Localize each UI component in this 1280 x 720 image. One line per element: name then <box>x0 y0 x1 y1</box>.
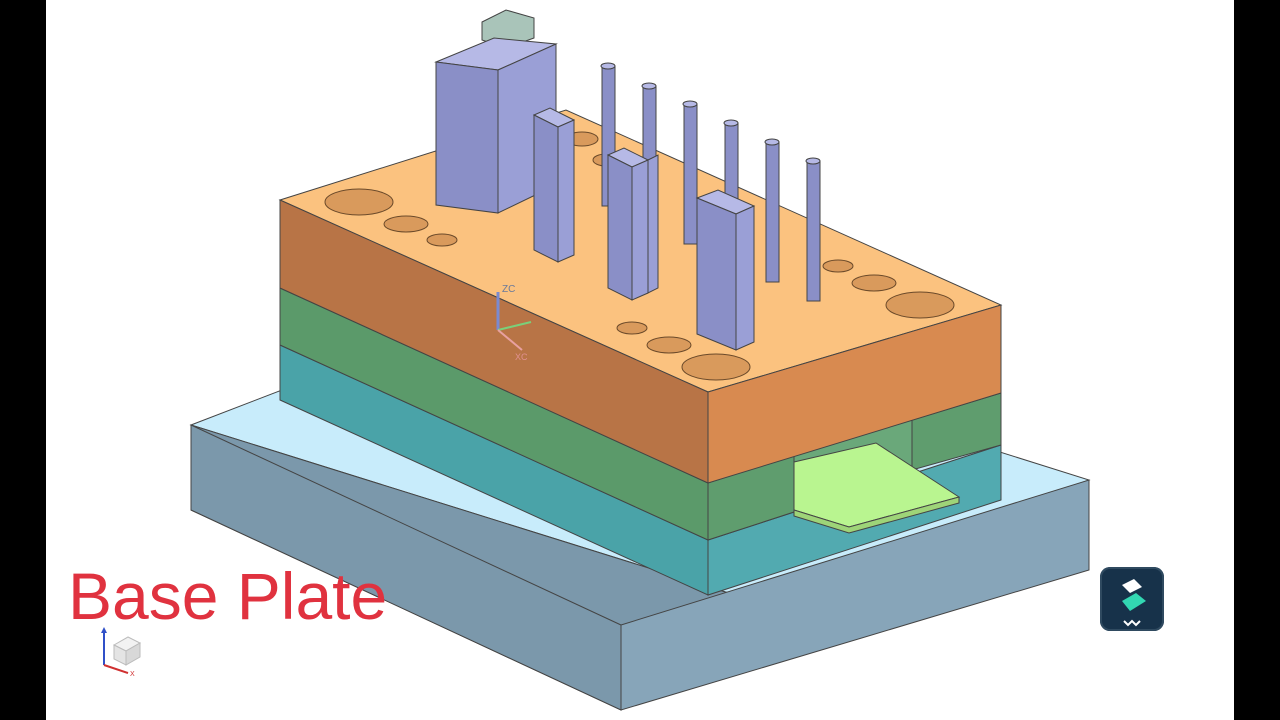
hole <box>885 291 955 319</box>
view-triad[interactable]: X <box>96 625 144 677</box>
triad-x-label: X <box>130 671 135 677</box>
pin <box>682 100 698 245</box>
pin <box>764 138 780 283</box>
wcs-csys: ZC XC <box>496 284 532 362</box>
caption-title: Base Plate <box>68 559 388 633</box>
hole <box>646 336 692 354</box>
hole <box>324 188 394 216</box>
strip-material-edge <box>793 496 960 534</box>
hole <box>426 233 458 247</box>
die-assembly-model: ZC XC <box>189 9 1091 711</box>
hole <box>616 321 648 335</box>
hole <box>851 274 897 292</box>
punch-1[interactable] <box>532 107 576 263</box>
filmora-logo-icon <box>1100 567 1164 631</box>
hole <box>681 353 751 381</box>
punch-2[interactable] <box>606 147 659 301</box>
triad-x-axis <box>103 664 129 674</box>
wcs-z-label: ZC <box>502 284 515 295</box>
cad-viewport[interactable]: ZC XC Base Plate X <box>46 0 1234 720</box>
punch-3[interactable] <box>695 189 756 351</box>
base-plate-side-face <box>620 479 1090 711</box>
hole <box>383 215 429 233</box>
wcs-x-label: XC <box>515 352 528 362</box>
punch-holder-side-face <box>707 304 1002 484</box>
pilot-pins[interactable] <box>600 62 821 302</box>
hole <box>822 259 854 273</box>
pin <box>805 157 821 302</box>
